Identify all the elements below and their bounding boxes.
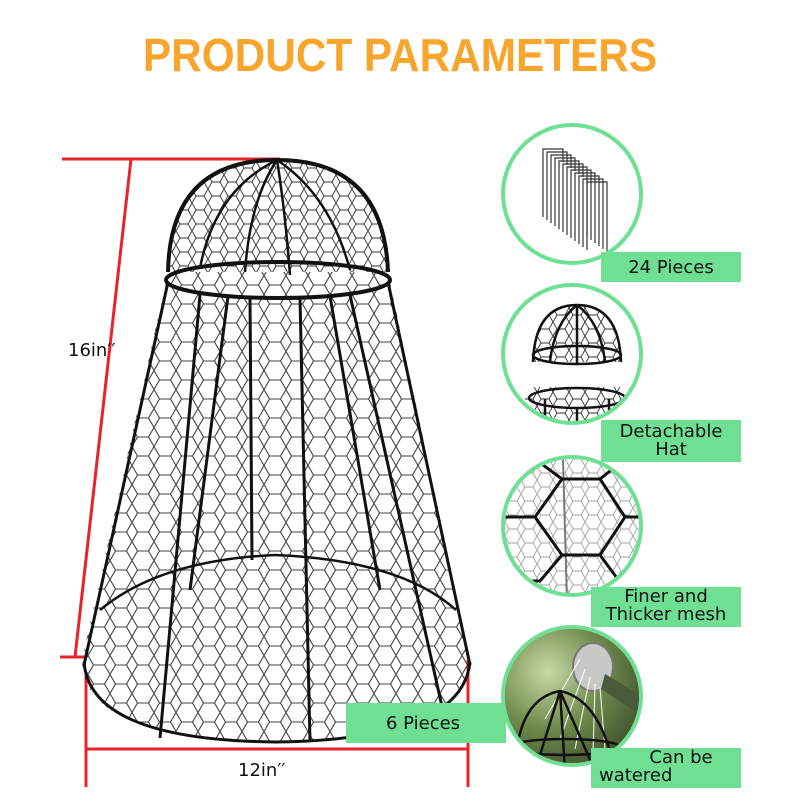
height-dimension xyxy=(60,157,280,659)
feature-mesh-circle xyxy=(501,455,643,597)
feature-mesh-label: Finer and Thicker mesh xyxy=(591,587,741,627)
feature-stakes-label: 24 Pieces xyxy=(601,252,741,282)
width-label: 12in′′ xyxy=(238,760,286,781)
cloche-body xyxy=(82,157,472,744)
feature-hat-label: Detachable Hat xyxy=(601,420,741,462)
page-title: PRODUCT PARAMETERS xyxy=(142,29,658,81)
mesh-closeup-icon xyxy=(505,459,639,593)
quantity-label: 6 Pieces xyxy=(386,713,461,734)
feature-water-label: Can be watered xyxy=(591,748,741,788)
watering-can-icon xyxy=(505,629,639,763)
height-label: 16in′′ xyxy=(68,340,116,361)
quantity-badge: 6 Pieces xyxy=(346,703,506,743)
detachable-hat-icon xyxy=(525,303,635,421)
feature-water-circle xyxy=(501,625,643,767)
feature-stakes-circle xyxy=(501,123,643,265)
garden-stakes-icon xyxy=(542,148,608,252)
feature-hat-circle xyxy=(501,283,643,425)
